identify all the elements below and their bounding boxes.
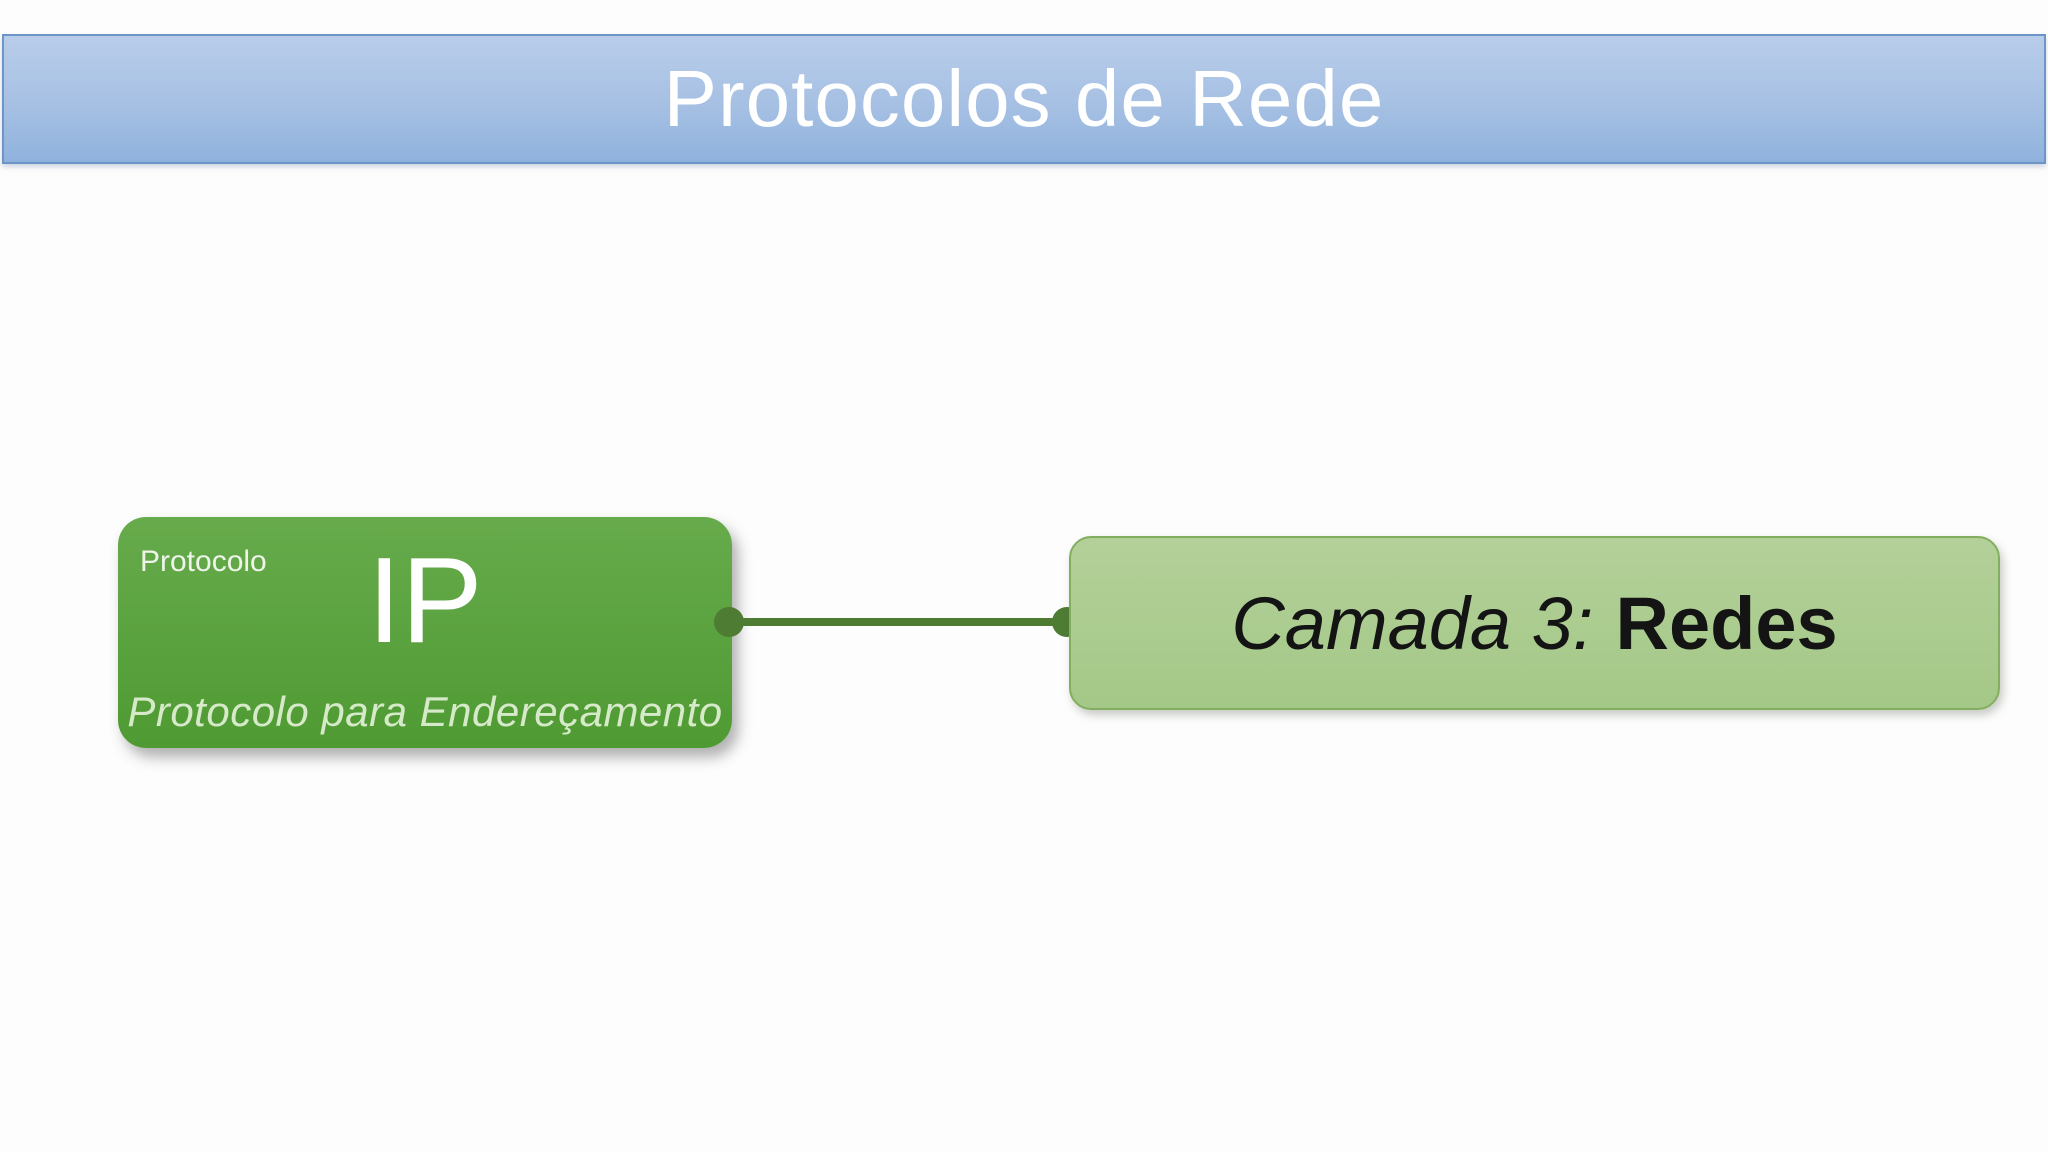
protocol-node-kicker: Protocolo bbox=[140, 545, 267, 578]
slide-title-bar: Protocolos de Rede bbox=[2, 34, 2046, 164]
protocol-node-description: Protocolo para Endereçamento bbox=[127, 688, 723, 735]
connector-endpoint-left bbox=[714, 607, 744, 637]
protocol-node-ip: Protocolo IP Protocolo para Endereçament… bbox=[118, 517, 732, 748]
connector-line bbox=[729, 618, 1069, 626]
slide-title: Protocolos de Rede bbox=[663, 54, 1385, 143]
layer-node-prefix: Camada 3: bbox=[1231, 581, 1594, 665]
protocol-node-acronym: IP bbox=[367, 532, 483, 668]
layer-node-name: Redes bbox=[1615, 581, 1838, 665]
layer-node-camada-3: Camada 3: Redes bbox=[1069, 536, 2000, 710]
